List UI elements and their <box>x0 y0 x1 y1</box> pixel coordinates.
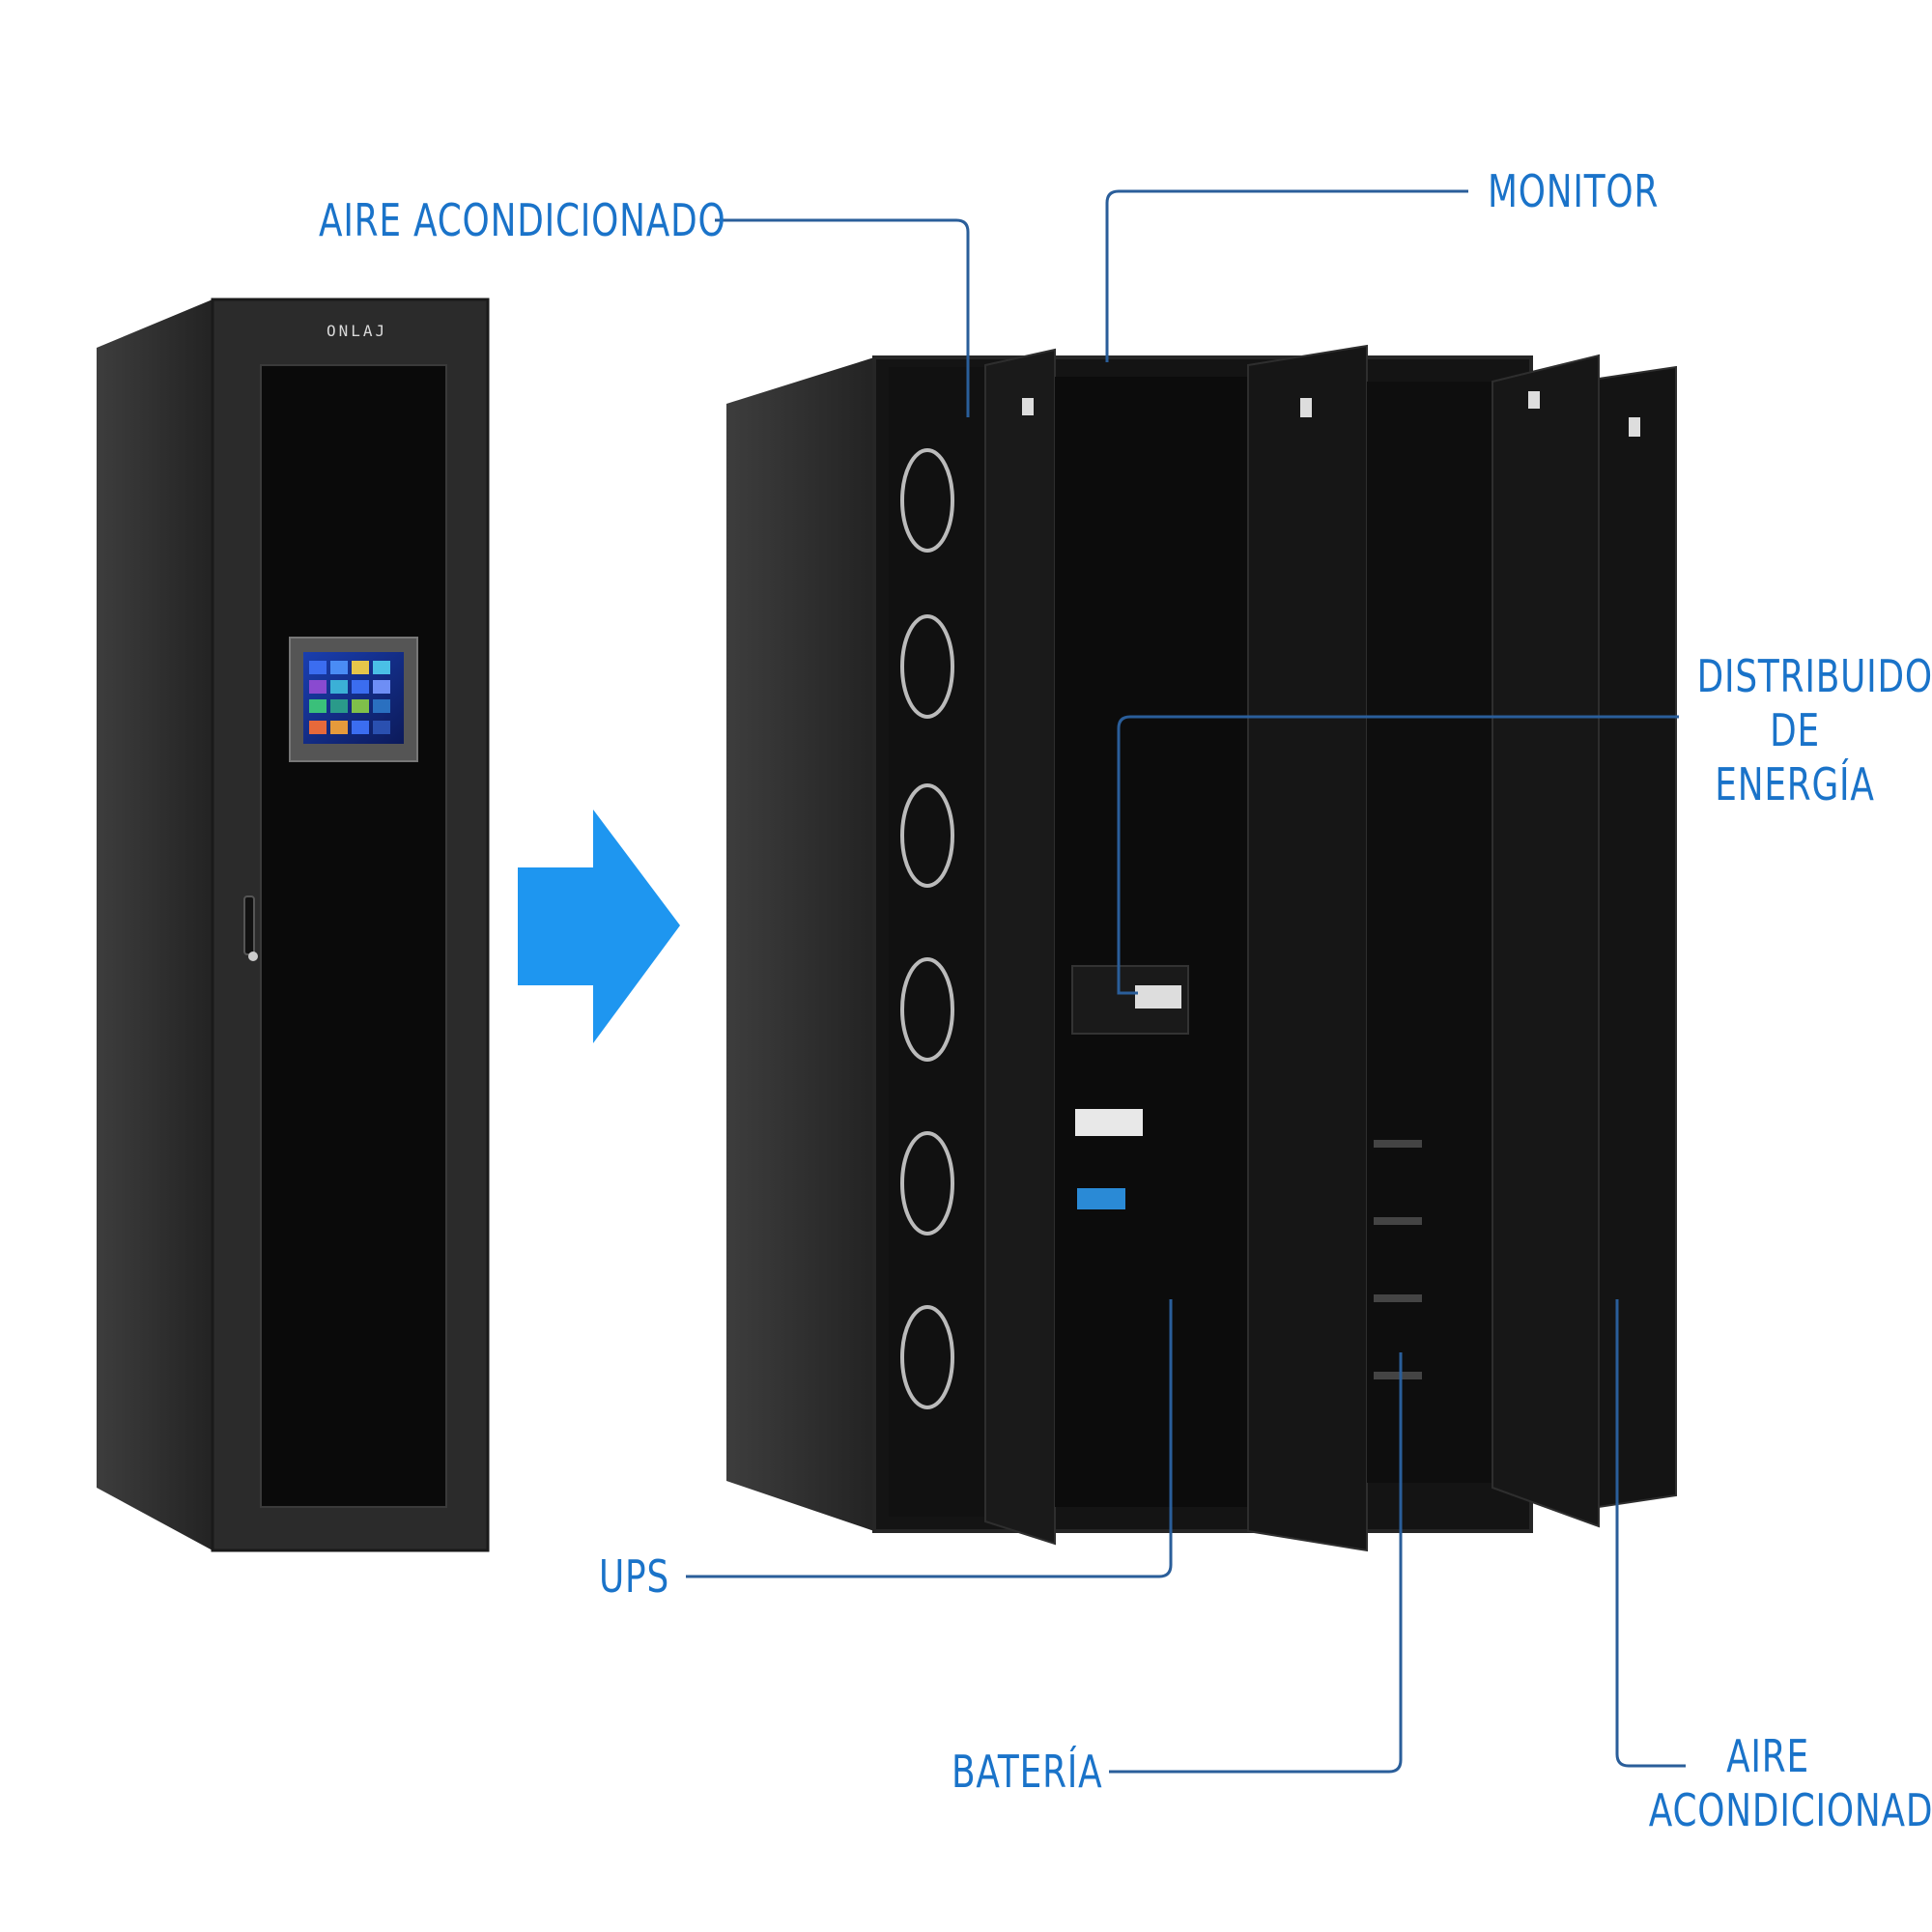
door-latch <box>1022 398 1034 415</box>
battery-shelves <box>1374 1140 1422 1379</box>
label-bateria: BATERÍA <box>952 1746 1103 1798</box>
cabinet-side-panel <box>97 299 213 1550</box>
leader-line-monitor <box>1105 189 1468 362</box>
door-latch <box>1629 417 1640 437</box>
leader-line-aire-top <box>715 218 970 417</box>
label-distribuidor-line1: DISTRIBUIDOR <box>1696 650 1932 702</box>
leader-lines <box>686 189 1686 1774</box>
label-aire-bottom-line1: AIRE <box>1726 1730 1809 1782</box>
door-latch <box>1300 398 1312 417</box>
door-latch <box>1528 391 1540 409</box>
center-door-panel <box>1247 344 1368 1552</box>
battery-door-panel <box>1492 354 1600 1528</box>
door-handle <box>243 895 255 955</box>
ac-fan-bay <box>889 367 985 1517</box>
ups-panel-label <box>1075 1109 1143 1136</box>
label-aire-bottom-line2: ACONDICIONADO <box>1648 1784 1932 1836</box>
label-aire-acondicionado-top: AIRE ACONDICIONADO <box>319 194 726 246</box>
ups-status-indicator <box>1077 1188 1125 1209</box>
ac-fans <box>900 448 954 1409</box>
open-cabinet <box>726 344 1677 1552</box>
ac-door-panel <box>984 348 1056 1546</box>
closed-cabinet: ONLAJ <box>97 298 490 1552</box>
ups-display <box>1135 985 1181 1009</box>
leader-line-aire-bottom <box>1615 1299 1686 1768</box>
fan-unit <box>900 448 954 553</box>
center-bay <box>1055 377 1248 1507</box>
fan-unit <box>900 1131 954 1236</box>
leader-line-distribuidor <box>1117 715 1679 995</box>
leader-line-ups <box>686 1299 1173 1578</box>
label-monitor: MONITOR <box>1488 165 1660 217</box>
fan-unit <box>900 614 954 719</box>
cabinet-front-door <box>260 364 447 1508</box>
label-distribuidor-line3: ENERGÍA <box>1715 758 1875 810</box>
leader-line-bateria <box>1109 1352 1403 1774</box>
cabinet-brand-logo: ONLAJ <box>327 322 387 340</box>
fan-unit <box>900 957 954 1062</box>
open-cabinet-side-panel <box>726 357 874 1531</box>
label-ups: UPS <box>599 1550 670 1603</box>
fan-unit <box>900 1305 954 1409</box>
battery-bay <box>1367 382 1492 1483</box>
rear-ac-door-panel <box>1598 365 1677 1509</box>
label-distribuidor-line2: DE <box>1770 704 1820 756</box>
door-lock <box>248 952 258 961</box>
right-arrow-icon <box>518 810 680 1043</box>
fan-unit <box>900 783 954 888</box>
touchscreen-tiles <box>309 661 390 734</box>
